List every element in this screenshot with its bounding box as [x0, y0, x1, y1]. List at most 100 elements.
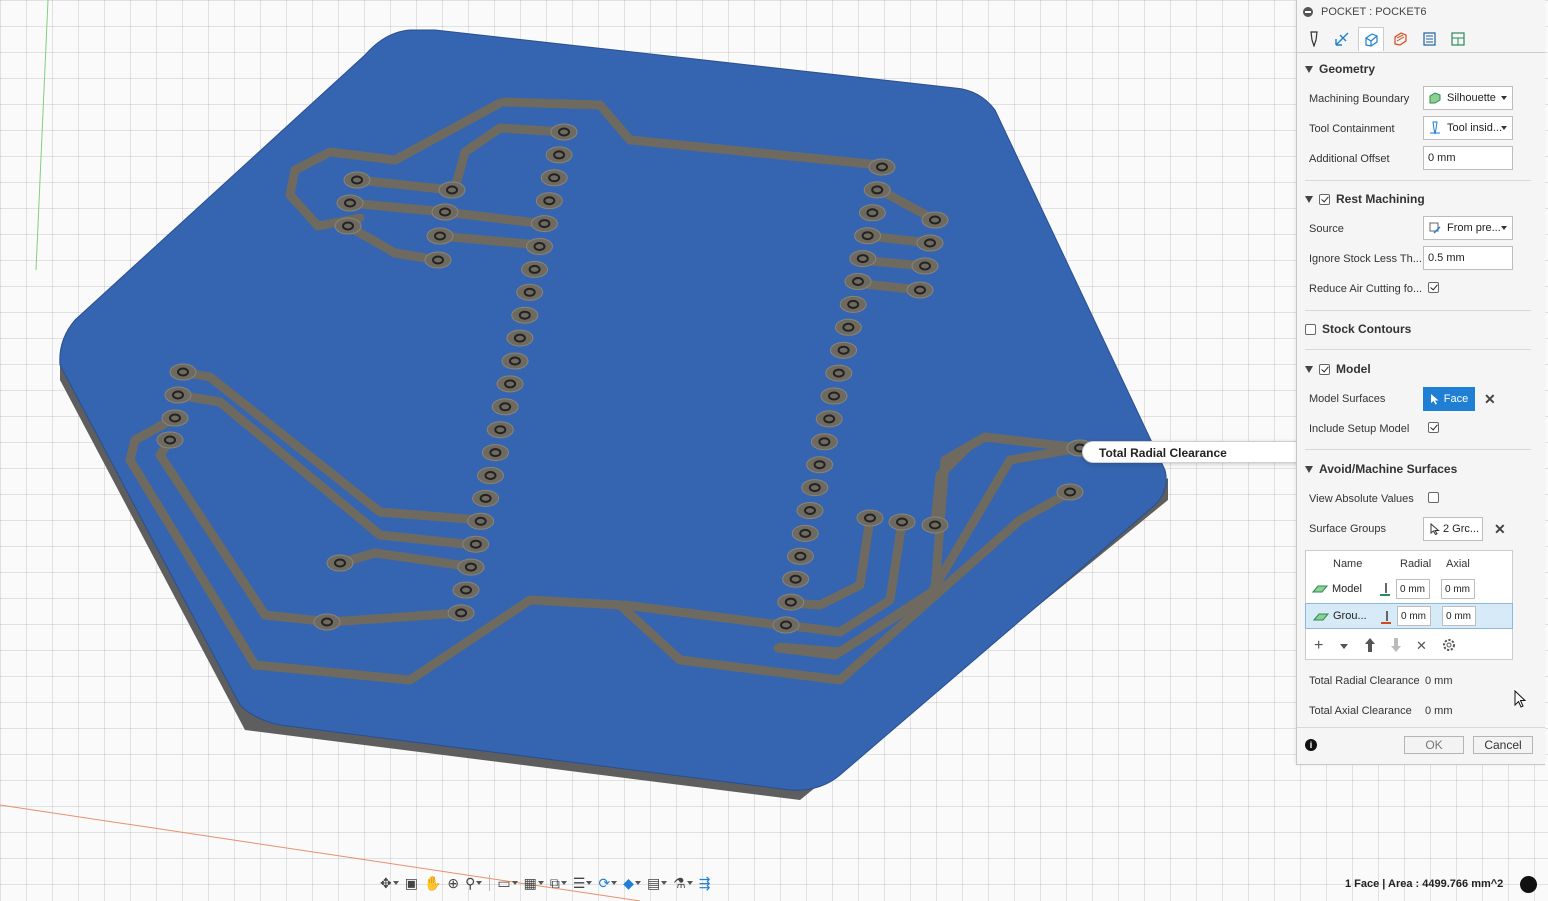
move-up-icon[interactable] — [1364, 637, 1376, 656]
pcb-pad — [447, 604, 475, 622]
surface-groups-label: Surface Groups — [1309, 523, 1387, 535]
grid-button[interactable]: ▦ — [522, 875, 546, 892]
pcb-pad — [786, 547, 814, 565]
include-setup-checkbox[interactable] — [1428, 422, 1439, 433]
clear-surface-groups-icon[interactable]: ✕ — [1494, 521, 1506, 537]
tab-linking[interactable] — [1416, 27, 1442, 51]
radial-input[interactable]: 0 mm — [1397, 606, 1431, 626]
pcb-pad-hole — [499, 402, 512, 412]
clear-model-surfaces-icon[interactable]: ✕ — [1484, 391, 1496, 407]
info-icon[interactable]: i — [1305, 739, 1317, 751]
pcb-pad — [796, 502, 824, 519]
refresh-button[interactable]: ⟳ — [596, 875, 619, 892]
section-rest-machining[interactable]: Rest Machining — [1305, 192, 1425, 206]
pcb-pad — [856, 509, 884, 527]
expand-triangle-icon — [1305, 195, 1313, 203]
add-dropdown-icon[interactable] — [1340, 644, 1348, 649]
source-label: Source — [1309, 223, 1344, 235]
x-axis-line — [0, 804, 641, 901]
pcb-pad — [806, 456, 834, 474]
add-icon[interactable]: + — [1314, 637, 1324, 654]
filter-button[interactable]: ⚗ — [671, 875, 695, 892]
radial-input[interactable]: 0 mm — [1396, 579, 1430, 599]
table-row-selected[interactable]: Grou... 0 mm 0 mm — [1305, 603, 1513, 629]
layers-icon: ☰ — [572, 874, 586, 891]
pcb-pad — [164, 386, 192, 404]
settings-gear-icon[interactable] — [1441, 637, 1457, 656]
source-dropdown[interactable]: From pre... — [1423, 216, 1513, 240]
tool-containment-dropdown[interactable]: Tool insid... — [1423, 116, 1513, 140]
machining-boundary-dropdown[interactable]: Silhouette — [1423, 86, 1513, 110]
pcb-pad — [545, 146, 573, 164]
cancel-button[interactable]: Cancel — [1473, 736, 1533, 754]
pcb-pad — [540, 169, 568, 187]
pcb-pad — [839, 295, 867, 313]
zoom-button[interactable]: ⚲ — [463, 875, 484, 892]
pcb-pad-hole — [871, 185, 884, 195]
dropdown-arrow-icon — [1501, 226, 1507, 230]
model-checkbox[interactable] — [1319, 363, 1330, 375]
pcb-pad — [424, 251, 452, 269]
expand-triangle-icon — [1305, 65, 1313, 73]
display-mode-button[interactable]: ◆ — [621, 875, 643, 892]
model-surfaces-select-button[interactable]: Face — [1423, 387, 1475, 411]
pcb-pad — [1056, 483, 1084, 501]
view-cube-button[interactable]: ⧉ — [548, 875, 569, 892]
pcb-pad-hole — [533, 242, 546, 251]
orbit-button[interactable]: ✥ — [378, 875, 401, 892]
dropdown-arrow-icon — [1501, 96, 1507, 100]
pcb-pad — [777, 593, 805, 611]
collapse-panel-icon[interactable] — [1303, 7, 1313, 17]
move-down-icon[interactable] — [1390, 637, 1402, 656]
surface-groups-select-button[interactable]: 2 Grc... — [1423, 517, 1483, 541]
section-stock-contours[interactable]: Stock Contours — [1305, 322, 1411, 336]
status-indicator-icon[interactable] — [1520, 876, 1537, 893]
pcb-pad — [830, 341, 858, 359]
tab-post[interactable] — [1445, 27, 1471, 51]
total-radial-value: 0 mm — [1425, 675, 1453, 687]
pcb-pad-hole — [914, 285, 926, 295]
pcb-pad-hole — [842, 322, 855, 332]
pcb-pad — [467, 512, 495, 530]
pcb-pad-hole — [861, 231, 874, 241]
panel-title: POCKET : POCKET6 — [1321, 6, 1427, 18]
additional-offset-label: Additional Offset — [1309, 153, 1390, 165]
mouse-cursor-icon — [1514, 690, 1527, 708]
pcb-pad-hole — [469, 539, 482, 549]
section-avoid-machine[interactable]: Avoid/Machine Surfaces — [1305, 462, 1457, 476]
pan-button[interactable]: ✋ — [422, 875, 443, 892]
look-at-button[interactable]: ▣ — [403, 875, 420, 892]
ok-button[interactable]: OK — [1404, 736, 1464, 754]
pcb-pad-hole — [484, 471, 497, 480]
viewport-button[interactable]: ▤ — [645, 875, 669, 892]
additional-offset-input[interactable]: 0 mm — [1423, 146, 1513, 170]
display-settings-button[interactable]: ▭ — [495, 875, 519, 892]
ignore-stock-input[interactable]: 0.5 mm — [1423, 246, 1513, 270]
layers-button[interactable]: ☰ — [571, 875, 595, 892]
view-cube-icon: ⧉ — [549, 874, 560, 891]
zoom-window-button[interactable]: ⊕ — [445, 875, 461, 892]
tab-geometry[interactable] — [1329, 27, 1355, 51]
section-geometry[interactable]: Geometry — [1305, 62, 1375, 76]
rest-machining-checkbox[interactable] — [1319, 193, 1330, 205]
axial-input[interactable]: 0 mm — [1441, 579, 1475, 599]
table-row[interactable]: Model 0 mm 0 mm — [1306, 577, 1512, 601]
delete-icon[interactable]: ✕ — [1416, 638, 1427, 653]
pcb-pad — [326, 554, 354, 572]
tab-passes[interactable] — [1387, 27, 1413, 51]
stock-contours-checkbox[interactable] — [1305, 323, 1316, 335]
row-name: Model — [1332, 583, 1362, 595]
geometry-icon — [1335, 32, 1349, 46]
pcb-pad — [452, 581, 480, 599]
effects-button[interactable]: ⇶ — [697, 875, 713, 892]
section-model[interactable]: Model — [1305, 362, 1371, 376]
reduce-air-checkbox[interactable] — [1428, 282, 1439, 293]
tab-tool[interactable] — [1301, 27, 1327, 51]
pcb-pad-hole — [538, 219, 551, 229]
tab-heights[interactable] — [1358, 27, 1384, 51]
axial-input[interactable]: 0 mm — [1442, 606, 1476, 626]
tool-containment-value: Tool insid... — [1447, 122, 1503, 134]
view-absolute-checkbox[interactable] — [1428, 492, 1439, 503]
look-at-icon: ▣ — [404, 874, 418, 891]
